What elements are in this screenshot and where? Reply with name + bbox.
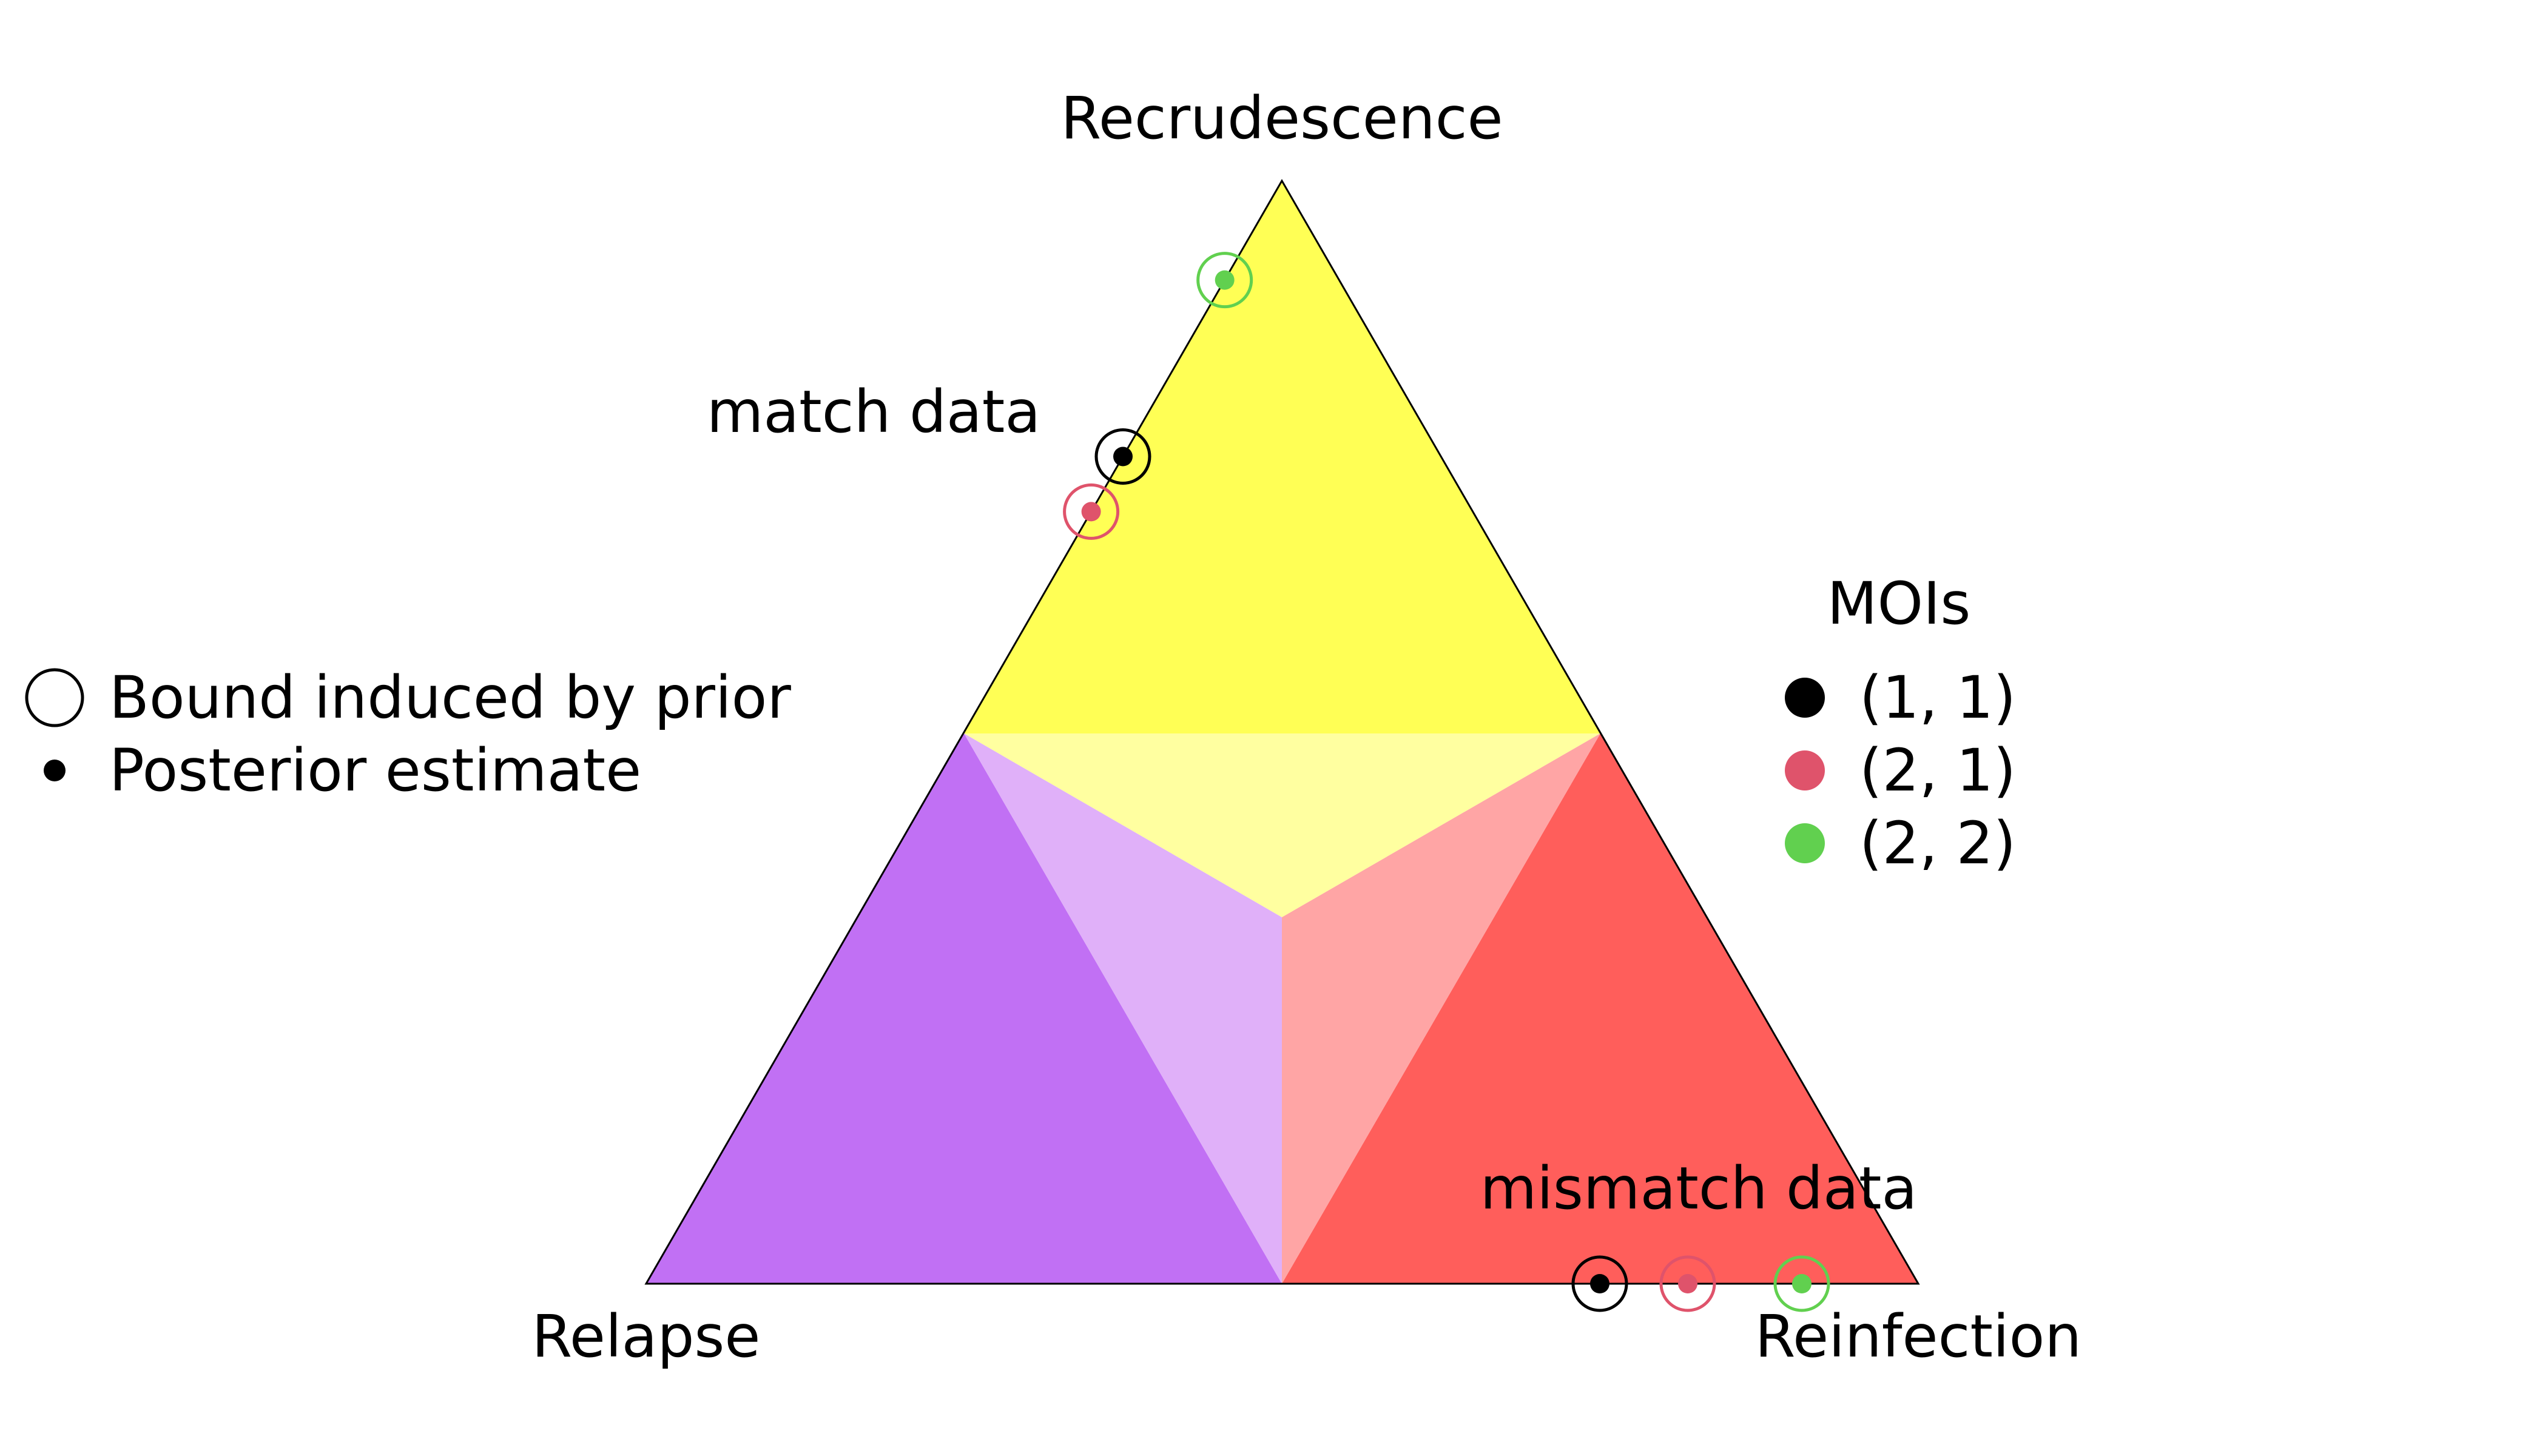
reinfection-light-region — [1282, 733, 1600, 1284]
moi-legend-label-1-1: (1, 1) — [1859, 664, 2016, 732]
moi-legend-symbol-1-1 — [1785, 678, 1825, 718]
moi-legend-label-2-1: (2, 1) — [1859, 736, 2016, 804]
vertex-label-recrudescence: Recrudescence — [1060, 84, 1503, 152]
annotation-match-data: match data — [707, 378, 1040, 446]
bound-legend-label: Bound induced by prior — [109, 664, 791, 732]
moi-legend-label-2-2: (2, 2) — [1859, 809, 2016, 877]
annotation-mismatch-data: mismatch data — [1480, 1154, 1918, 1222]
bound-ring-match-1-1 — [1094, 428, 1151, 485]
moi-legend-symbol-2-1 — [1785, 750, 1825, 790]
recrudescence-light-region — [964, 733, 1600, 917]
posterior-legend-symbol — [44, 760, 66, 781]
relapse-light-region — [964, 733, 1282, 1284]
relapse-region — [646, 733, 1282, 1284]
posterior-point-match-2-1 — [1081, 502, 1101, 522]
bound-ring-match-2-2 — [1196, 252, 1253, 309]
triangle-outline — [644, 178, 1920, 1285]
vertex-label-reinfection: Reinfection — [1755, 1303, 2082, 1370]
data-markers — [1063, 252, 1830, 1312]
marker-legend: Bound induced by prior Posterior estimat… — [25, 664, 791, 804]
posterior-point-mismatch-2-2 — [1792, 1274, 1812, 1293]
posterior-point-match-2-2 — [1215, 270, 1235, 290]
bound-ring-mismatch-2-2 — [1773, 1255, 1830, 1312]
posterior-legend-label: Posterior estimate — [109, 736, 641, 804]
recrudescence-region — [964, 181, 1600, 733]
posterior-point-mismatch-1-1 — [1590, 1274, 1609, 1293]
moi-legend: MOIs (1, 1) (2, 1) (2, 2) — [1785, 570, 2016, 877]
bound-ring-mismatch-1-1 — [1571, 1255, 1628, 1312]
bound-legend-symbol — [25, 668, 84, 727]
bound-ring-mismatch-2-1 — [1659, 1255, 1716, 1312]
bound-ring-match-2-1 — [1063, 483, 1120, 540]
moi-legend-title: MOIs — [1827, 570, 1971, 638]
posterior-point-match-1-1 — [1113, 447, 1133, 467]
moi-legend-symbol-2-2 — [1785, 823, 1825, 863]
vertex-label-relapse: Relapse — [532, 1303, 761, 1370]
reinfection-region — [1282, 733, 1918, 1284]
posterior-point-mismatch-2-1 — [1678, 1274, 1697, 1293]
